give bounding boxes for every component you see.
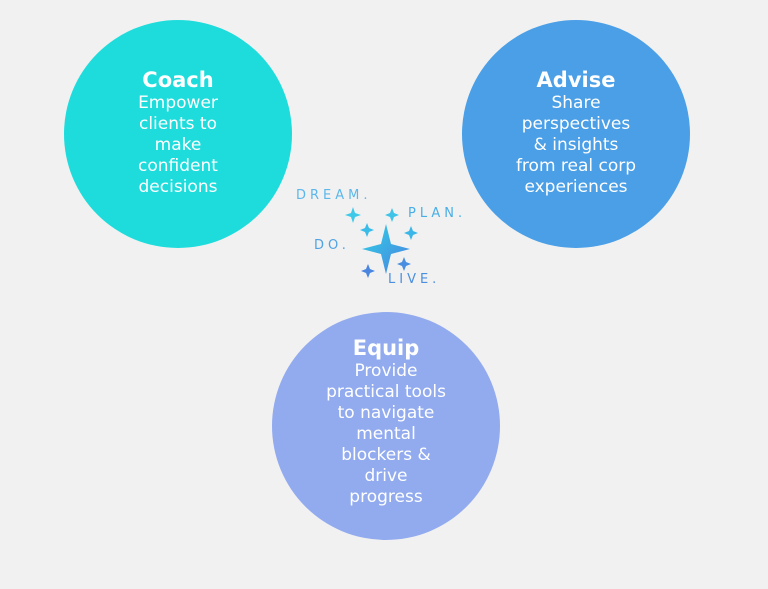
dream-plan-do-live-logo: DREAM. PLAN. DO. LIVE. bbox=[290, 182, 490, 294]
advise-description: Share perspectives & insights from real … bbox=[515, 93, 637, 197]
big-star-icon bbox=[362, 224, 410, 274]
coach-title: Coach bbox=[142, 68, 214, 92]
equip-title: Equip bbox=[352, 336, 420, 360]
advise-circle: Advise Share perspectives & insights fro… bbox=[462, 20, 690, 248]
logo-word-dream: DREAM. bbox=[296, 188, 372, 203]
logo-word-do: DO. bbox=[314, 238, 350, 253]
small-star-icon bbox=[397, 257, 411, 271]
equip-circle: Equip Provide practical tools to navigat… bbox=[272, 312, 500, 540]
logo-word-plan: PLAN. bbox=[408, 206, 467, 221]
logo-word-live: LIVE. bbox=[388, 272, 441, 287]
sparkle-stars-icon bbox=[345, 207, 418, 278]
small-star-icon bbox=[385, 208, 399, 222]
small-star-icon bbox=[361, 264, 375, 278]
small-star-icon bbox=[345, 207, 361, 223]
coach-circle: Coach Empower clients to make confident … bbox=[64, 20, 292, 248]
small-star-icon bbox=[360, 223, 374, 237]
small-star-icon bbox=[404, 226, 418, 240]
equip-description: Provide practical tools to navigate ment… bbox=[326, 361, 446, 507]
advise-title: Advise bbox=[536, 68, 616, 92]
coach-description: Empower clients to make confident decisi… bbox=[138, 93, 218, 197]
